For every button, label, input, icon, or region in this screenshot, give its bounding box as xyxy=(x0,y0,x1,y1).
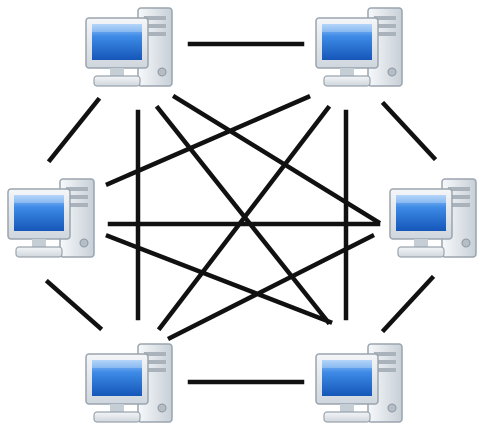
network-links xyxy=(44,41,438,385)
desktop-computer-icon xyxy=(389,178,477,258)
node-top-left xyxy=(85,7,173,87)
desktop-computer-icon xyxy=(315,343,403,423)
link-top-right-to-bottom-left xyxy=(156,104,332,332)
link-middle-left-to-bottom-right xyxy=(105,233,333,325)
link-top-right-to-middle-left xyxy=(105,94,311,187)
node-middle-right xyxy=(389,178,477,258)
desktop-computer-icon xyxy=(7,178,95,258)
node-top-right xyxy=(315,7,403,87)
node-bottom-left xyxy=(85,343,173,423)
link-middle-right-to-bottom-right xyxy=(380,274,436,334)
node-middle-left xyxy=(7,178,95,258)
link-middle-left-to-bottom-left xyxy=(44,278,104,332)
link-middle-right-to-bottom-left xyxy=(166,232,376,342)
link-top-right-to-middle-right xyxy=(380,100,438,162)
desktop-computer-icon xyxy=(85,7,173,87)
desktop-computer-icon xyxy=(315,7,403,87)
node-bottom-right xyxy=(315,343,403,423)
link-top-left-to-bottom-right xyxy=(154,104,332,326)
link-top-left-to-middle-left xyxy=(46,96,102,164)
desktop-computer-icon xyxy=(85,343,173,423)
